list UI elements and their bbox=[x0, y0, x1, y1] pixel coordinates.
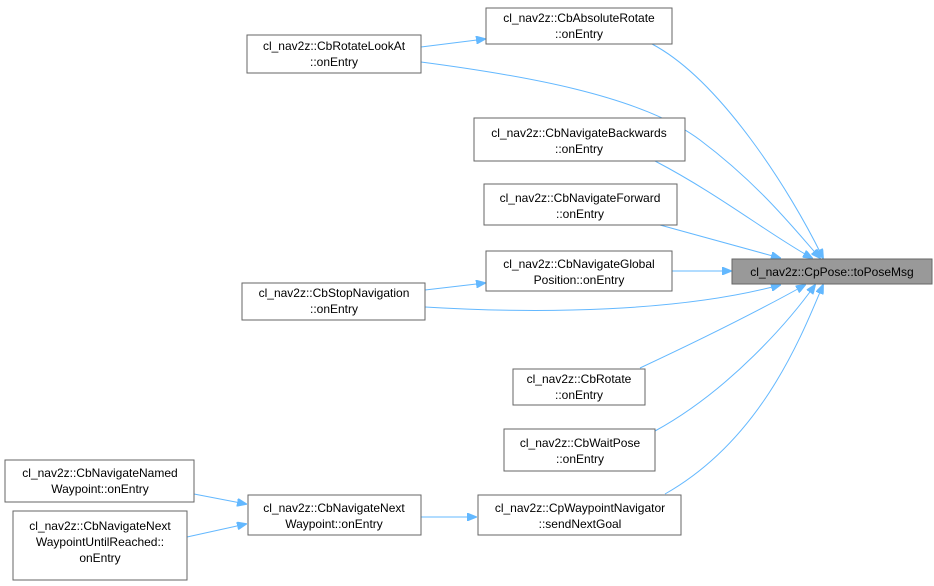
svg-text:::onEntry: ::onEntry bbox=[310, 302, 358, 316]
edge-navbackwards-target bbox=[654, 160, 812, 258]
svg-text:::onEntry: ::onEntry bbox=[555, 388, 603, 402]
edge-navnamed-navnext bbox=[193, 493, 246, 504]
node-cbabsoluterotate[interactable]: cl_nav2z::CbAbsoluteRotate ::onEntry bbox=[485, 7, 673, 45]
svg-text:cl_nav2z::CbRotateLookAt: cl_nav2z::CbRotateLookAt bbox=[263, 39, 406, 53]
svg-text:Waypoint::onEntry: Waypoint::onEntry bbox=[285, 517, 383, 531]
edge-waitpose-target bbox=[654, 285, 815, 432]
node-cpwaypointnavigator-sendnextgoal[interactable]: cl_nav2z::CpWaypointNavigator ::sendNext… bbox=[477, 494, 682, 536]
node-cppose-toposemsg[interactable]: cl_nav2z::CpPose::toPoseMsg bbox=[731, 258, 933, 285]
node-cbnavigatenamedwaypoint[interactable]: cl_nav2z::CbNavigateNamed Waypoint::onEn… bbox=[4, 459, 195, 503]
svg-text:cl_nav2z::CbNavigateGlobal: cl_nav2z::CbNavigateGlobal bbox=[503, 257, 654, 271]
svg-text:onEntry: onEntry bbox=[79, 551, 120, 565]
node-cbnavigateglobalposition[interactable]: cl_nav2z::CbNavigateGlobal Position::onE… bbox=[485, 250, 673, 292]
edge-rotate-target bbox=[639, 285, 805, 369]
node-cbnavigatenextwaypoint[interactable]: cl_nav2z::CbNavigateNext Waypoint::onEnt… bbox=[247, 494, 422, 536]
svg-text:::onEntry: ::onEntry bbox=[555, 142, 603, 156]
node-cbstopnavigation[interactable]: cl_nav2z::CbStopNavigation ::onEntry bbox=[241, 282, 426, 321]
svg-text:cl_nav2z::CbRotate: cl_nav2z::CbRotate bbox=[527, 372, 632, 386]
node-cbrotate[interactable]: cl_nav2z::CbRotate ::onEntry bbox=[512, 368, 646, 406]
svg-text:cl_nav2z::CbAbsoluteRotate: cl_nav2z::CbAbsoluteRotate bbox=[503, 11, 655, 25]
edge-stopnav-navglobal bbox=[424, 283, 485, 291]
svg-text:WaypointUntilReached::: WaypointUntilReached:: bbox=[36, 535, 164, 549]
edge-stopnav-target bbox=[424, 285, 780, 311]
svg-text:cl_nav2z::CbNavigateBackwards: cl_nav2z::CbNavigateBackwards bbox=[491, 126, 666, 140]
svg-text:::onEntry: ::onEntry bbox=[555, 27, 603, 41]
node-cbwaitpose[interactable]: cl_nav2z::CbWaitPose ::onEntry bbox=[503, 428, 656, 472]
svg-text:::onEntry: ::onEntry bbox=[310, 55, 358, 69]
svg-text:cl_nav2z::CbNavigateNext: cl_nav2z::CbNavigateNext bbox=[263, 501, 405, 515]
svg-text:Waypoint::onEntry: Waypoint::onEntry bbox=[51, 482, 149, 496]
node-cbnavigatebackwards[interactable]: cl_nav2z::CbNavigateBackwards ::onEntry bbox=[473, 117, 686, 162]
node-cbnavigateforward[interactable]: cl_nav2z::CbNavigateForward ::onEntry bbox=[483, 183, 678, 226]
edge-absrotate-target bbox=[651, 43, 823, 258]
node-cbnavigatenextwaypointuntilreached[interactable]: cl_nav2z::CbNavigateNext WaypointUntilRe… bbox=[12, 510, 188, 581]
svg-text:cl_nav2z::CbNavigateNext: cl_nav2z::CbNavigateNext bbox=[29, 519, 171, 533]
svg-text:::sendNextGoal: ::sendNextGoal bbox=[539, 517, 622, 531]
svg-text:cl_nav2z::CpWaypointNavigator: cl_nav2z::CpWaypointNavigator bbox=[495, 501, 665, 515]
svg-text:cl_nav2z::CbNavigateForward: cl_nav2z::CbNavigateForward bbox=[500, 191, 661, 205]
svg-text:cl_nav2z::CpPose::toPoseMsg: cl_nav2z::CpPose::toPoseMsg bbox=[750, 265, 913, 279]
node-cbrotatelookat[interactable]: cl_nav2z::CbRotateLookAt ::onEntry bbox=[246, 34, 422, 74]
svg-text:::onEntry: ::onEntry bbox=[556, 207, 604, 221]
svg-text:cl_nav2z::CbStopNavigation: cl_nav2z::CbStopNavigation bbox=[259, 286, 410, 300]
edge-rotatelookat-absrotate bbox=[420, 39, 485, 48]
svg-text:cl_nav2z::CbWaitPose: cl_nav2z::CbWaitPose bbox=[520, 436, 641, 450]
edges bbox=[186, 39, 823, 538]
edge-rotatelookat-target bbox=[420, 61, 820, 258]
svg-text:::onEntry: ::onEntry bbox=[556, 452, 604, 466]
edge-navnextuntil-navnext bbox=[186, 524, 246, 538]
svg-text:cl_nav2z::CbNavigateNamed: cl_nav2z::CbNavigateNamed bbox=[22, 466, 177, 480]
edge-waypointnav-target bbox=[664, 285, 823, 495]
edge-navforward-target bbox=[659, 224, 780, 258]
svg-text:Position::onEntry: Position::onEntry bbox=[534, 273, 625, 287]
